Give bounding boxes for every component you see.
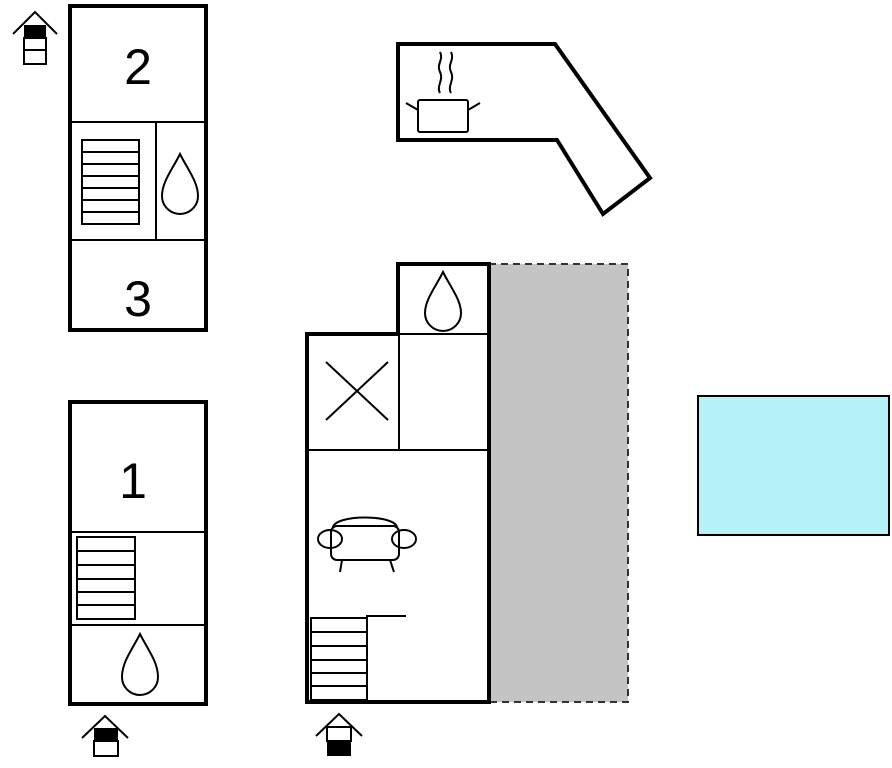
stairs-icon	[76, 536, 136, 620]
entrance-house-icon	[12, 10, 58, 65]
kitchen-outline	[396, 42, 653, 217]
entrance-house-icon	[81, 714, 129, 757]
room-label-2: 2	[124, 39, 152, 95]
water-drop-icon	[160, 151, 200, 215]
room-label-3: 3	[124, 271, 152, 327]
unit-main	[305, 262, 491, 704]
pool	[697, 395, 890, 536]
unit-upper-outline	[68, 4, 208, 332]
unit-main-outline	[305, 262, 491, 704]
terrace	[488, 263, 629, 703]
water-drop-icon	[423, 269, 463, 332]
stairs-icon	[81, 139, 140, 225]
armchair-icon	[317, 516, 417, 573]
unit-upper-left: 2 3	[68, 4, 208, 332]
x-cross-icon	[325, 361, 389, 421]
entrance-house-icon	[315, 712, 363, 756]
cooking-pot-icon	[405, 51, 481, 133]
water-drop-icon	[120, 631, 160, 696]
unit-lower-outline	[68, 400, 208, 706]
stairs-icon	[310, 617, 368, 701]
room-label-1: 1	[119, 453, 147, 509]
kitchen	[396, 42, 653, 217]
unit-lower-left: 1	[68, 400, 208, 706]
